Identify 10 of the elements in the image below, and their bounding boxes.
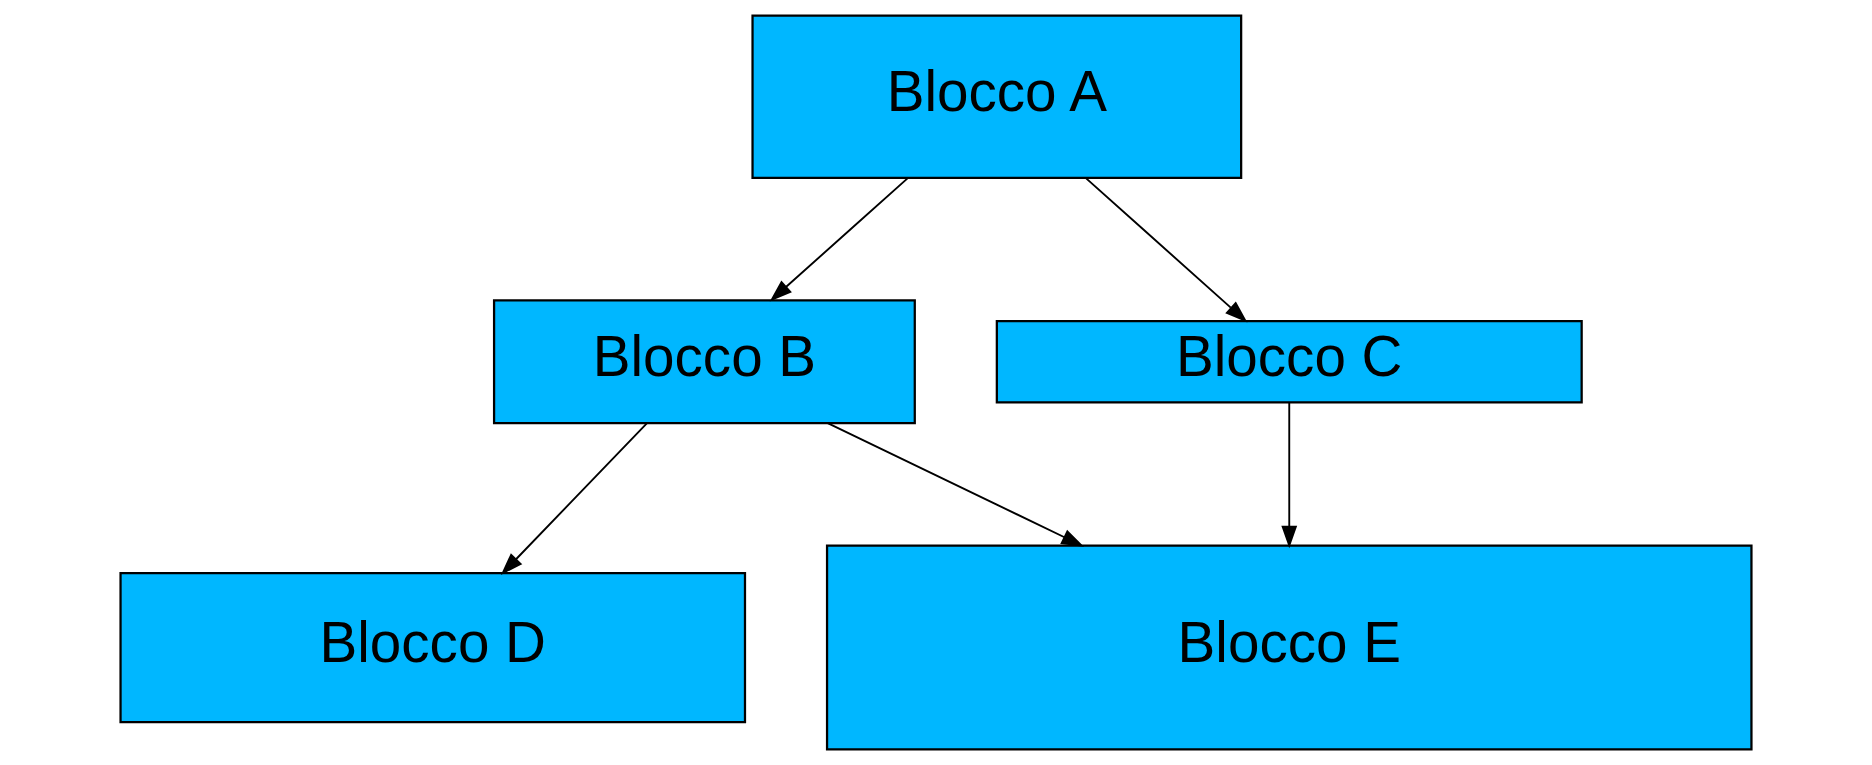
arrow <box>1281 401 1298 549</box>
arrow <box>769 177 909 302</box>
arrow <box>1085 177 1248 323</box>
arrow <box>826 422 1085 547</box>
node-box: Blocco D <box>119 571 747 724</box>
node-box: Blocco E <box>825 544 1753 751</box>
node-box: Blocco A <box>751 14 1243 179</box>
node-box: Blocco C <box>995 320 1583 404</box>
arrow <box>500 422 648 575</box>
node-box: Blocco B <box>492 299 916 425</box>
